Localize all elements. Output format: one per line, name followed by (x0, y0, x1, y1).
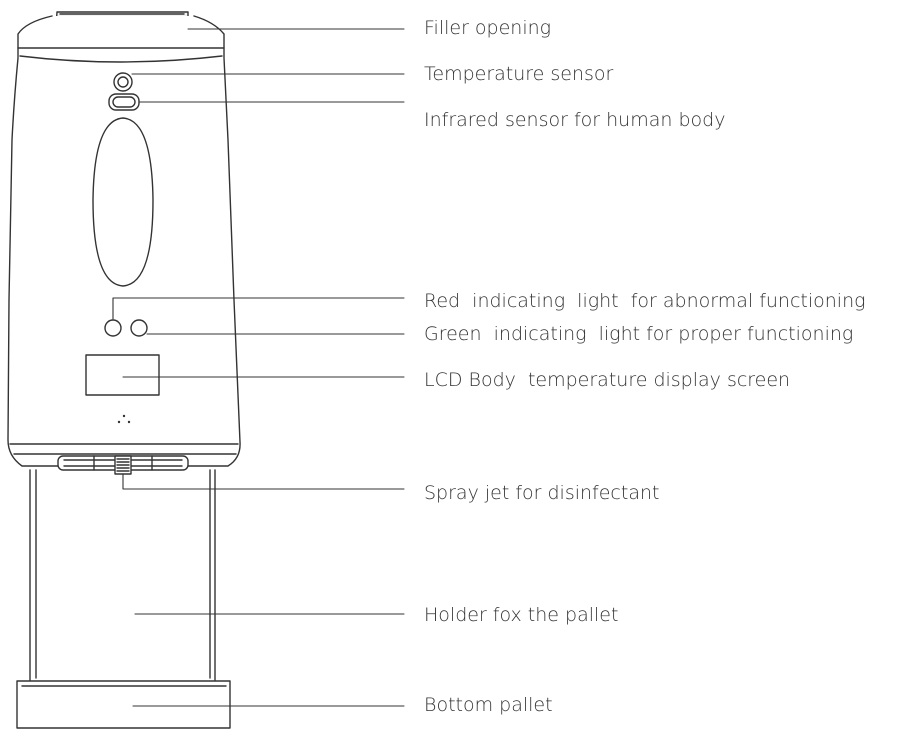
green-indicator-light (130, 319, 148, 337)
label-filler-opening: Filler opening (424, 17, 552, 39)
leader-spray (122, 473, 405, 490)
status-dots (117, 414, 131, 424)
bottom-pallet (16, 680, 231, 729)
temperature-sensor (113, 72, 133, 92)
spray-jet (57, 455, 189, 475)
lcd-screen (85, 354, 160, 396)
label-bottom-pallet: Bottom pallet (424, 694, 553, 716)
label-red-light: Red indicating light for abnormal functi… (424, 290, 866, 312)
red-indicator-light (104, 319, 122, 337)
label-lcd-screen: LCD Body temperature display screen (424, 369, 791, 391)
label-infrared-sensor: Infrared sensor for human body (424, 109, 726, 131)
label-spray-jet: Spray jet for disinfectant (424, 482, 660, 504)
dispenser-housing (7, 15, 241, 467)
label-green-light: Green indicating light for proper functi… (424, 323, 854, 345)
pallet-holder (29, 469, 216, 681)
label-temperature-sensor: Temperature sensor (424, 63, 614, 85)
leader-red (112, 297, 405, 320)
leader-lines (112, 28, 405, 707)
label-holder: Holder fox the pallet (424, 604, 619, 626)
liquid-level-window (92, 117, 154, 287)
